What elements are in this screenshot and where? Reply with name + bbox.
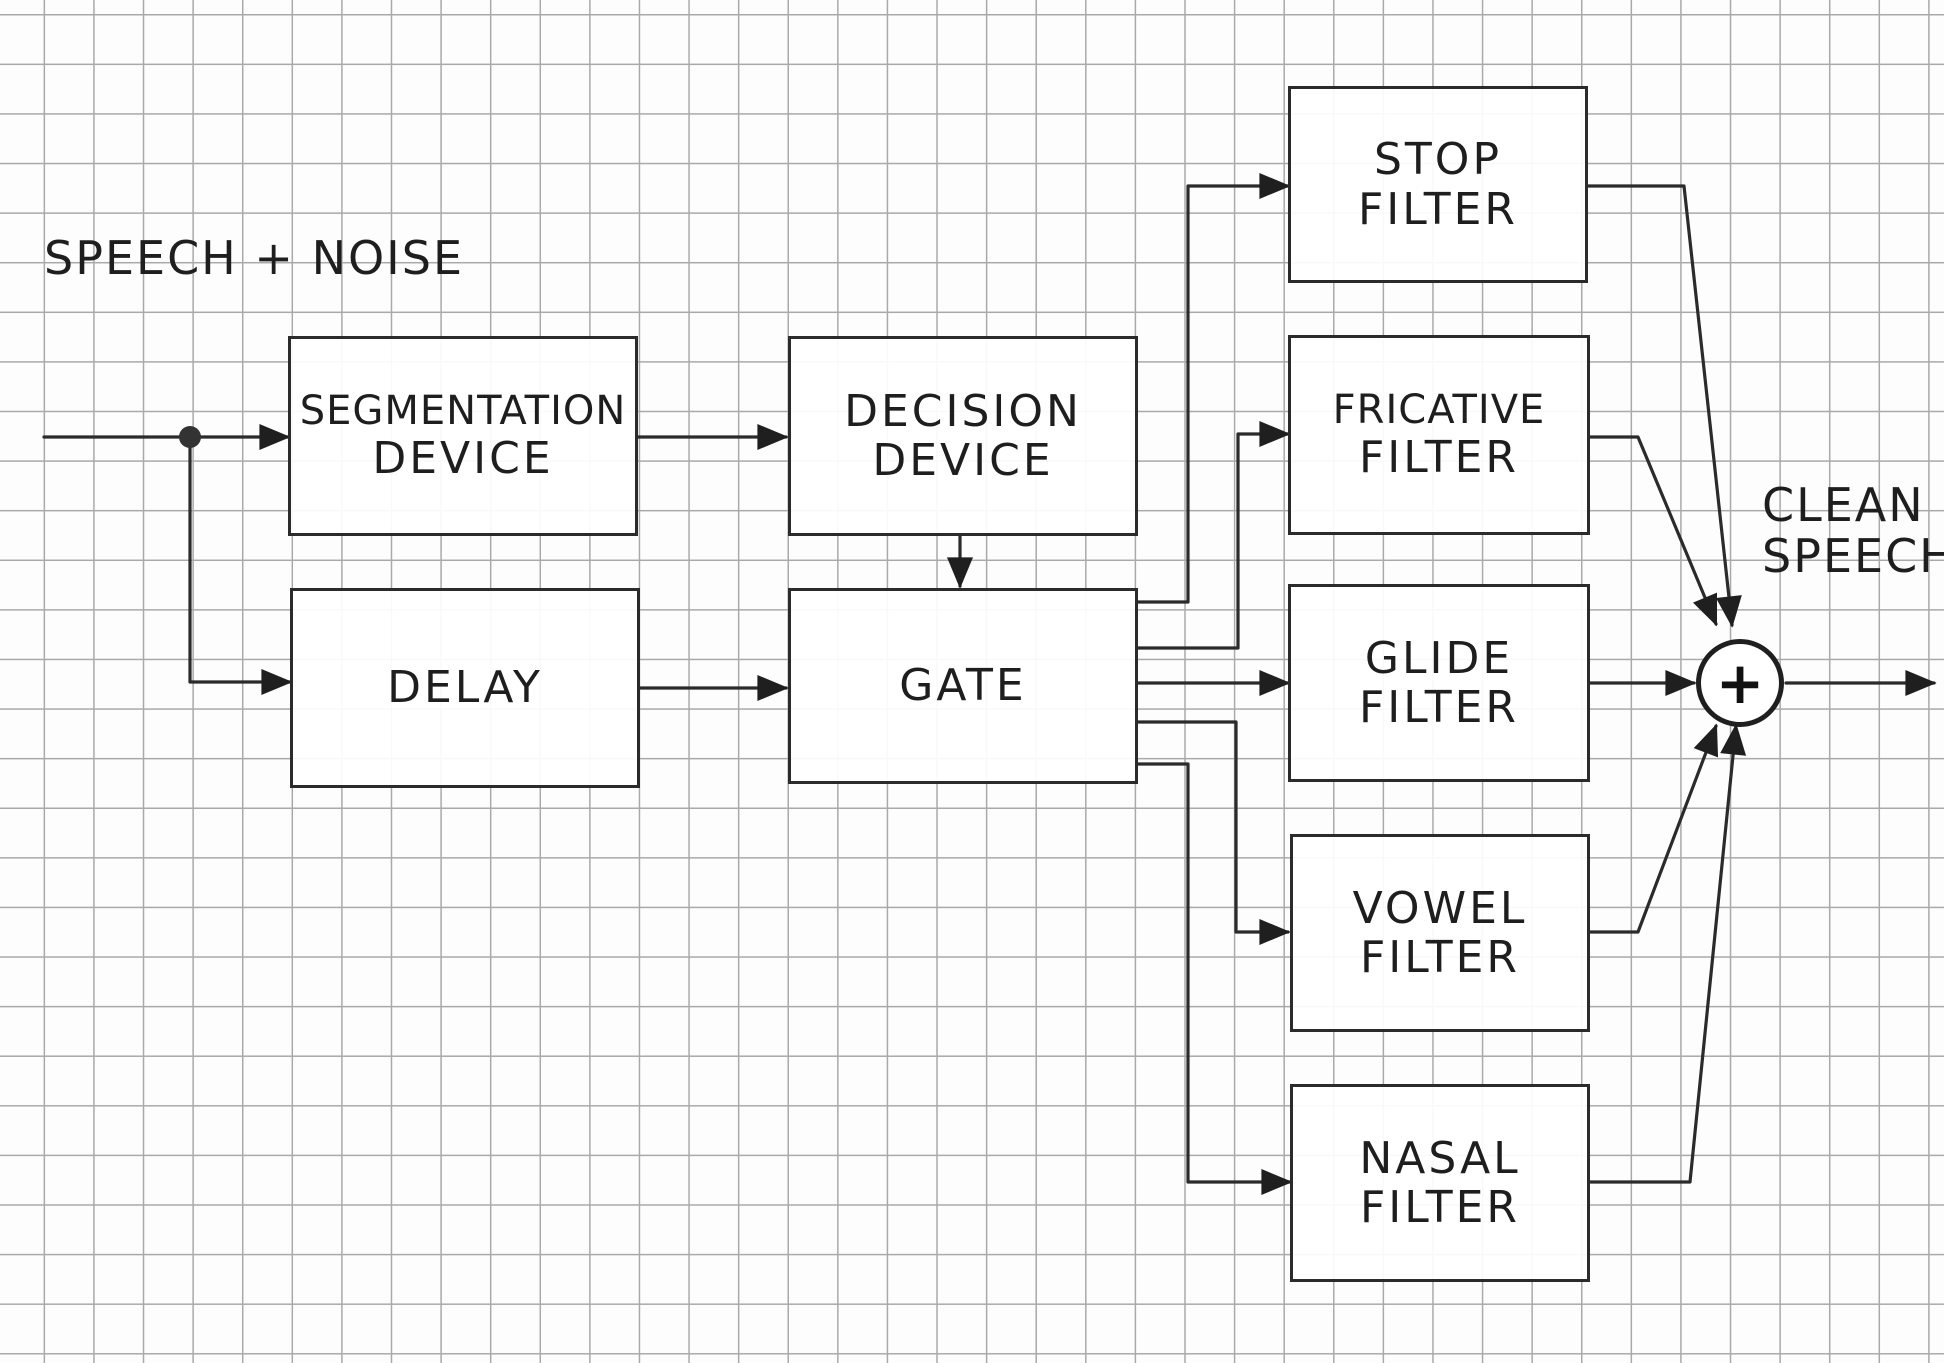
delay-block: DELAY bbox=[290, 588, 640, 788]
fricative-filter-line2: FILTER bbox=[1359, 431, 1519, 483]
gate-to-fricative-filter-wire bbox=[1136, 421, 1291, 650]
gate-to-stop-filter-wire bbox=[1136, 173, 1291, 604]
input-junction-dot bbox=[179, 426, 201, 448]
nasal-filter-line2: FILTER bbox=[1360, 1182, 1520, 1233]
decision-device-block: DECISION DEVICE bbox=[788, 336, 1138, 536]
segmentation-device-block: SEGMENTATION DEVICE bbox=[288, 336, 638, 536]
glide-filter-line1: GLIDE bbox=[1364, 632, 1514, 684]
nasal-filter-line1: NASAL bbox=[1359, 1132, 1521, 1184]
stop-filter-line1: STOP bbox=[1374, 134, 1502, 186]
nasal-filter-to-sum-wire bbox=[1588, 723, 1747, 1184]
nasal-filter-block: NASAL FILTER bbox=[1290, 1084, 1590, 1282]
stop-filter-line2: FILTER bbox=[1358, 183, 1518, 235]
glide-filter-line2: FILTER bbox=[1359, 682, 1519, 733]
fricative-filter-block: FRICATIVE FILTER bbox=[1288, 335, 1590, 535]
output-signal-label: CLEAN SPEECH bbox=[1762, 480, 1944, 581]
input-to-delay-wire bbox=[188, 435, 293, 695]
fricative-filter-line1: FRICATIVE bbox=[1332, 386, 1546, 433]
glide-filter-block: GLIDE FILTER bbox=[1288, 584, 1590, 782]
vowel-filter-line1: VOWEL bbox=[1352, 882, 1528, 934]
vowel-filter-to-sum-wire bbox=[1588, 723, 1719, 934]
input-signal-label: SPEECH + NOISE bbox=[44, 231, 465, 285]
summing-junction: + bbox=[1696, 639, 1784, 727]
gate-to-nasal-filter-wire bbox=[1136, 762, 1293, 1195]
fricative-filter-to-sum-wire bbox=[1588, 435, 1718, 627]
vowel-filter-block: VOWEL FILTER bbox=[1290, 834, 1590, 1032]
vowel-filter-line2: FILTER bbox=[1360, 932, 1520, 983]
decision-device-line2: DEVICE bbox=[872, 435, 1054, 486]
segmentation-device-line1: SEGMENTATION bbox=[299, 387, 627, 434]
output-label-line2: SPEECH bbox=[1762, 528, 1944, 583]
output-label-line1: CLEAN bbox=[1762, 478, 1925, 532]
gate-label: GATE bbox=[899, 660, 1027, 712]
stop-filter-block: STOP FILTER bbox=[1288, 86, 1588, 283]
plus-icon: + bbox=[1715, 649, 1765, 717]
decision-device-line1: DECISION bbox=[844, 385, 1082, 437]
segmentation-device-line2: DEVICE bbox=[372, 432, 554, 484]
gate-to-vowel-filter-wire bbox=[1136, 720, 1291, 945]
gate-block: GATE bbox=[788, 588, 1138, 784]
stop-filter-to-sum-wire bbox=[1586, 184, 1742, 628]
delay-label: DELAY bbox=[387, 662, 543, 714]
